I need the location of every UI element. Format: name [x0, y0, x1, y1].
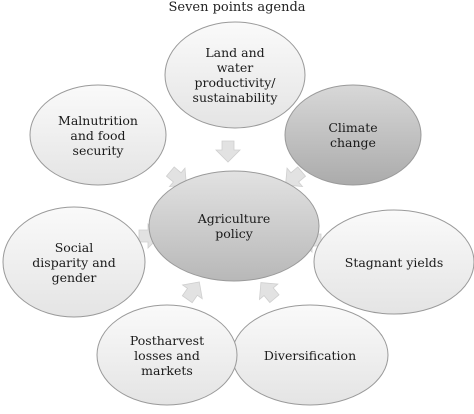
node-diversification-ellipse	[231, 304, 389, 406]
node-stagnant-ellipse	[313, 209, 474, 315]
node-malnutrition-ellipse	[29, 84, 167, 186]
arrow-from-malnutrition	[165, 166, 187, 188]
arrow-from-climate	[285, 166, 307, 188]
arrow-from-postharvest	[181, 281, 203, 304]
node-postharvest-ellipse	[96, 304, 238, 406]
center-node-ellipse	[148, 170, 320, 282]
node-climate-ellipse	[284, 84, 422, 186]
arrow-from-diversification	[258, 282, 280, 304]
node-social-ellipse	[2, 206, 146, 318]
node-land-water-ellipse	[164, 21, 306, 129]
arrow-from-land-water	[215, 140, 241, 163]
page-title: Seven points agenda	[168, 0, 306, 15]
